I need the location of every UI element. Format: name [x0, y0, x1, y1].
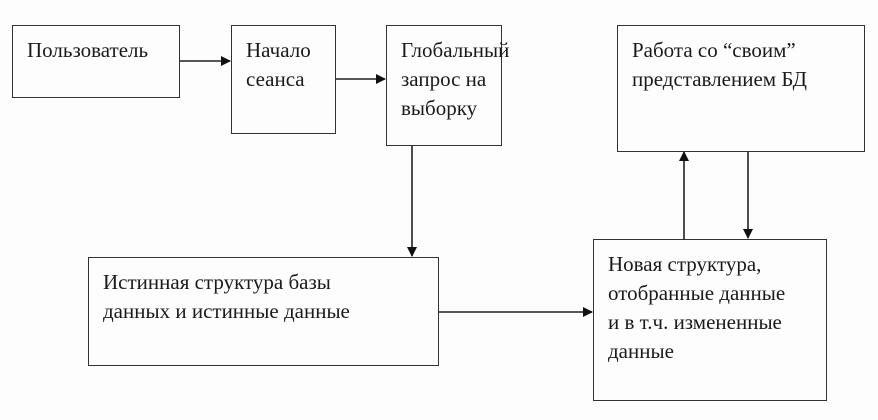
node-label: запрос на: [401, 67, 487, 91]
node-session-start: Начало сеанса: [231, 25, 336, 134]
node-label: Новая структура,: [608, 252, 762, 276]
node-label: Пользователь: [27, 38, 149, 62]
node-label: Истинная структура базы: [103, 270, 331, 294]
node-label: Работа со “своим”: [632, 38, 796, 62]
node-new-structure: Новая структура, отобранные данные и в т…: [593, 239, 827, 401]
node-label: Глобальный: [401, 38, 510, 62]
node-label: данных и истинные данные: [103, 299, 350, 323]
node-own-view: Работа со “своим” представлением БД: [617, 25, 865, 152]
node-label: выборку: [401, 96, 478, 120]
node-label: сеанса: [246, 67, 305, 91]
node-true-structure: Истинная структура базы данных и истинны…: [88, 257, 439, 366]
node-label: представлением БД: [632, 67, 807, 91]
node-label: отобранные данные: [608, 281, 786, 305]
node-label: Начало: [246, 38, 311, 62]
node-user: Пользователь: [12, 25, 180, 98]
node-label: данные: [608, 339, 674, 363]
node-global-query: Глобальный запрос на выборку: [386, 25, 510, 146]
node-label: и в т.ч. измененные: [608, 310, 782, 334]
